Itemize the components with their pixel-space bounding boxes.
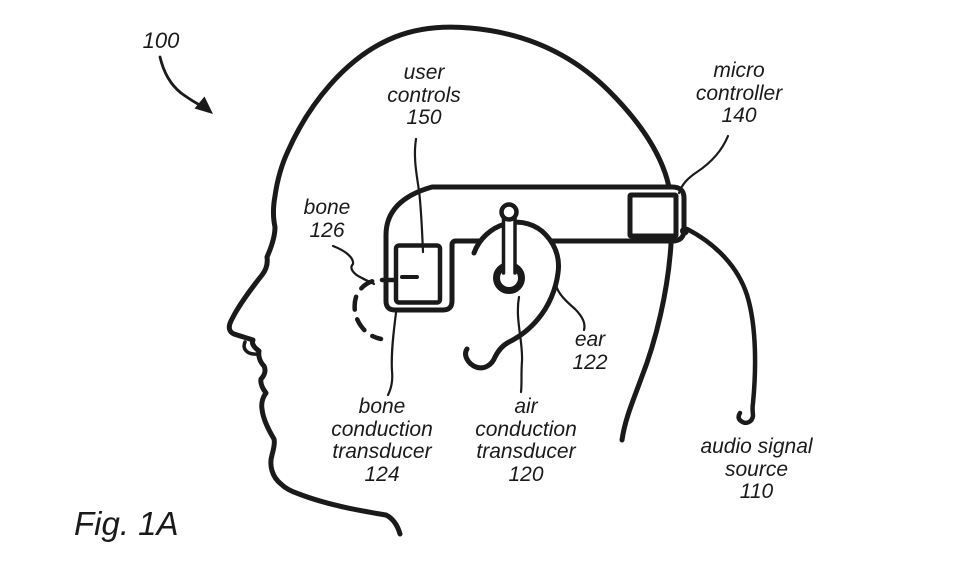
reference-arrowhead-icon: [194, 96, 213, 114]
label-line: user: [403, 61, 445, 84]
label-line: micro: [713, 59, 765, 82]
label-line: transducer: [332, 440, 432, 464]
label-line: conduction: [475, 417, 577, 441]
ear-outline: [463, 219, 561, 371]
leader-user-controls: [413, 137, 425, 254]
label-line: conduction: [331, 417, 433, 441]
audio-cable: [684, 226, 758, 426]
leader-bone: [331, 244, 376, 286]
headset-band: [383, 184, 687, 313]
label-line: controls: [387, 83, 461, 107]
callout-micro-controller-140: micro controller 140: [669, 59, 809, 128]
label-line: bone: [358, 395, 406, 418]
label-line: 110: [739, 480, 774, 504]
label-line: ear: [574, 328, 606, 351]
leader-micro-controller: [677, 134, 730, 195]
callout-bone-conduction-transducer-124: bone conduction transducer 124: [312, 395, 452, 487]
head-profile-outline: [226, 24, 675, 537]
bone-conduction-transducer-box: [393, 243, 443, 305]
leader-ear: [554, 283, 586, 332]
label-line: 150: [406, 106, 442, 130]
callout-bone-126: bone 126: [267, 196, 387, 242]
label-line: 120: [508, 463, 544, 487]
nostril-line: [242, 340, 260, 356]
leader-air-conduction-transducer: [516, 295, 524, 394]
label-line: controller: [695, 81, 783, 105]
reference-arrow: [158, 55, 213, 114]
microcontroller-box: [627, 192, 679, 239]
label-line: 126: [309, 218, 345, 242]
transducer-stem-channel: [505, 214, 514, 281]
label-line: audio signal: [700, 435, 813, 458]
callout-user-controls-150: user controls 150: [354, 61, 494, 130]
label-line: transducer: [476, 440, 576, 464]
label-line: 124: [364, 463, 400, 487]
label-line: 100: [142, 28, 180, 53]
callout-air-conduction-transducer-120: air conduction transducer 120: [456, 395, 596, 487]
transducer-pivot-knob: [499, 202, 519, 222]
callout-system-100: 100: [126, 28, 196, 53]
figure-title: Fig. 1A: [74, 505, 179, 542]
callout-ear-122: ear 122: [530, 328, 650, 374]
label-line: air: [514, 395, 538, 418]
label-line: 140: [721, 104, 757, 128]
label-line: 122: [572, 350, 608, 374]
bone-dashed-arc: [352, 277, 398, 342]
label-line: bone: [303, 196, 351, 219]
callout-audio-signal-source-110: audio signal source 110: [676, 435, 837, 504]
label-line: source: [724, 457, 789, 481]
leader-bone-conduction-transducer: [386, 311, 398, 397]
reference-arrow-shaft: [158, 55, 204, 108]
